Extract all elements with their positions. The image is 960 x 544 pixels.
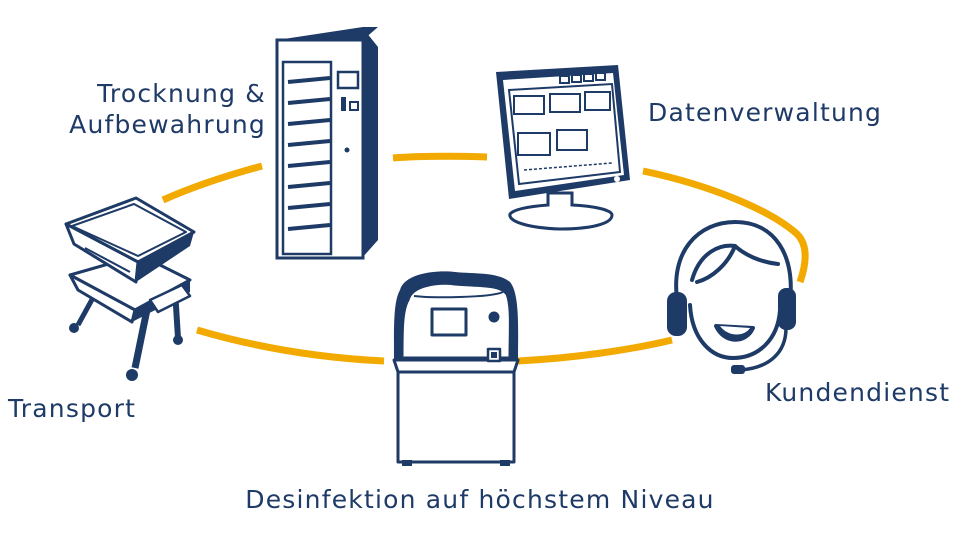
label-customer-service: Kundendienst [765,378,951,407]
monitor-icon [496,65,630,231]
arc-cabinet-to-monitor [392,152,488,162]
label-drying-storage: Trocknung & Aufbewahrung [69,78,266,140]
arc-disinfector-to-transport [196,326,385,365]
label-drying-line2: Aufbewahrung [69,110,266,139]
label-data-management: Datenverwaltung [648,98,883,127]
label-disinfection: Desinfektion auf höchstem Niveau [245,485,715,514]
arc-monitor-to-service [642,167,809,284]
arc-transport-to-cabinet [161,162,263,204]
cycle-connectors [161,152,809,365]
headset-agent-icon [667,220,796,374]
label-drying-line1: Trocknung & [97,79,266,108]
disinfector-icon [392,271,520,466]
label-transport: Transport [8,394,137,423]
drying-cabinet-icon [275,27,378,260]
arc-service-to-disinfector [517,336,673,365]
transport-cart-icon [64,196,196,381]
